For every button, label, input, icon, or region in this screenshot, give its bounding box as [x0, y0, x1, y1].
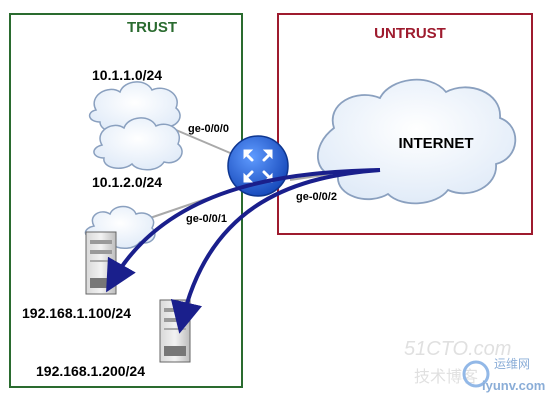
watermark-brand-cn: 运维网 [494, 357, 530, 371]
iface-ge000-label: ge-0/0/0 [188, 123, 229, 135]
watermark-logo [462, 360, 490, 388]
cloud-net2 [93, 117, 183, 171]
iface-ge002-label: ge-0/0/2 [296, 191, 337, 203]
cloud-net1 [88, 81, 181, 135]
watermark-brand-url: iyunv.com [482, 378, 545, 393]
untrust-zone-box [277, 13, 533, 235]
iface-ge001-label: ge-0/0/1 [186, 213, 227, 225]
watermark-line1: 51CTO.com [404, 338, 511, 360]
net2-label: 10.1.2.0/24 [92, 174, 162, 190]
trust-zone-box [9, 13, 243, 388]
traffic-arrow-server2 [170, 168, 381, 334]
untrust-zone-label: UNTRUST [374, 25, 446, 42]
watermark-line2: 技术博客 [414, 367, 478, 386]
watermark: 51CTO.com 技术博客 运维网 iyunv.com [404, 338, 545, 393]
trust-zone-label: TRUST [127, 19, 177, 36]
server2-ip-label: 192.168.1.200/24 [36, 363, 145, 379]
server1-ip-label: 192.168.1.100/24 [22, 305, 131, 321]
server1-icon [85, 231, 117, 295]
internet-label: INTERNET [399, 135, 474, 152]
traffic-arrow-server1 [106, 168, 381, 293]
net1-label: 10.1.1.0/24 [92, 67, 162, 83]
